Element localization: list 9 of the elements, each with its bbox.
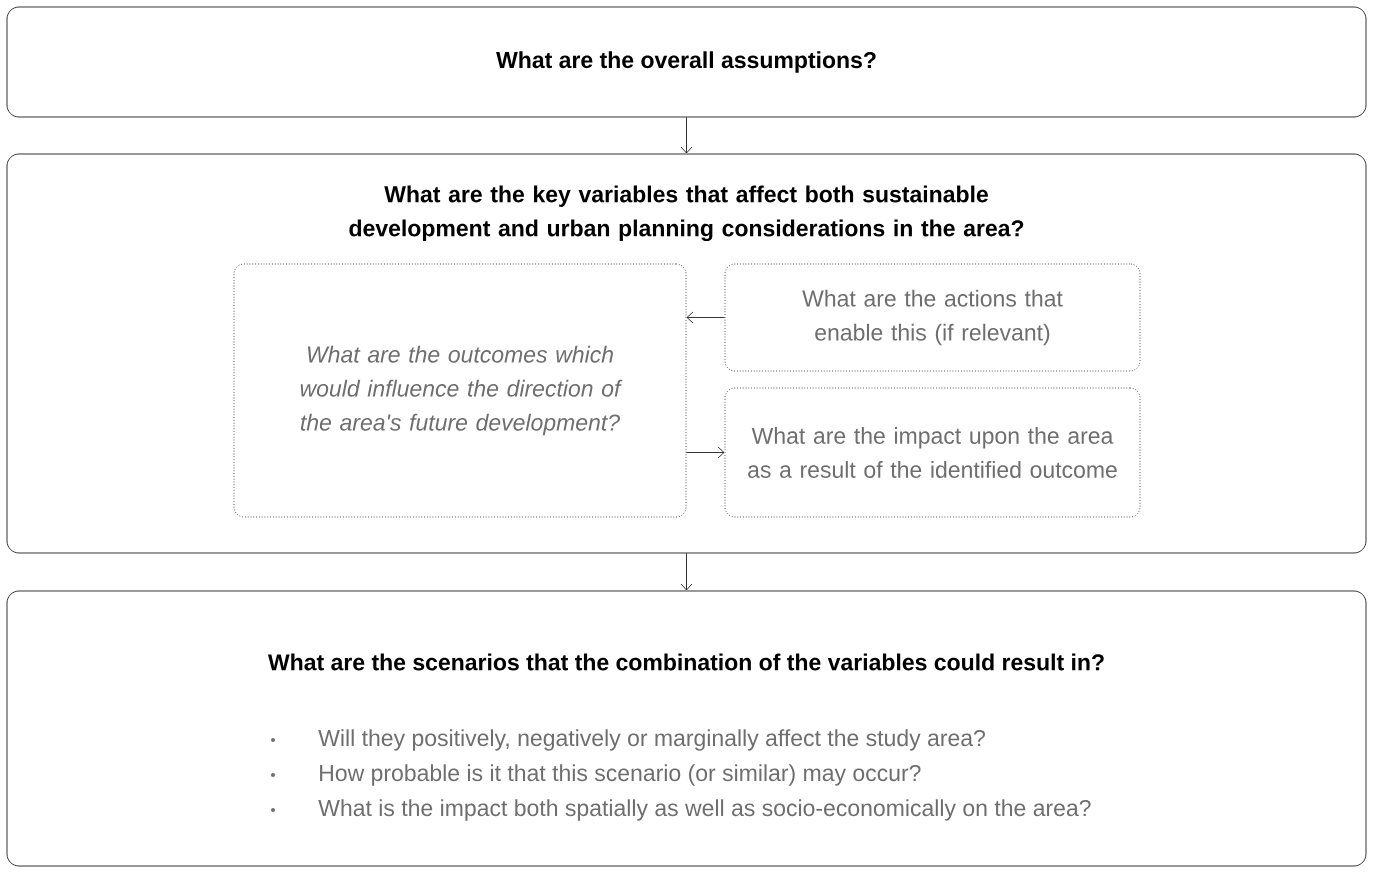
arrow [686, 311, 725, 324]
arrow [686, 446, 725, 459]
arrow [680, 117, 693, 154]
question-box: What are the outcomes which would influence the direction of the area's future development? [233, 263, 687, 518]
question-box: What are the scenarios that the combination of the variables could result in? Will they positively, negatively or marginally affect the study area? How probable is it that this scenario (or similar) may occur? What is the impact both spatially as well as socio-economically on the area? [6, 590, 1367, 867]
question-box: What are the overall assumptions? [6, 6, 1367, 118]
question-box: What are the impact upon the area as a result of the identified outcome [724, 387, 1141, 518]
question-box: What are the actions that enable this (if relevant) [724, 263, 1141, 372]
arrow [680, 553, 693, 591]
